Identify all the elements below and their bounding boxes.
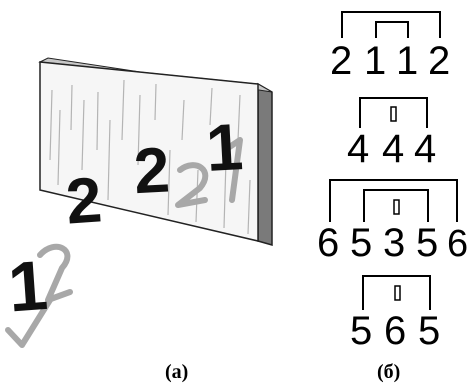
- panel-b-label: (б): [377, 361, 400, 383]
- row-2-digit: 4: [347, 127, 369, 171]
- shadow-2-right: [175, 162, 209, 208]
- board: [38, 57, 273, 246]
- row-3-brackets: [329, 179, 458, 222]
- row-1-digit: 2: [428, 39, 450, 83]
- row-4-digits: 5 6 5: [350, 309, 440, 353]
- row-2-digit: 4: [382, 127, 404, 171]
- digit-a-4: 1: [204, 109, 245, 185]
- digit-a-1: 1: [6, 246, 50, 327]
- shadow-2: [37, 243, 73, 303]
- shadow-1-right: [222, 137, 243, 203]
- row-3-digit: 5: [416, 221, 438, 265]
- panel-a-label: (а): [165, 361, 188, 383]
- shadow-1-bottom: [5, 297, 53, 348]
- row-3-digits: 6 5 3 5 6: [317, 221, 468, 265]
- row-2-digits: 4 4 4: [347, 127, 436, 171]
- shadow-digits: [5, 137, 243, 348]
- row-1-digit: 1: [396, 39, 418, 83]
- row-1-digits: 2 1 1 2: [330, 39, 450, 83]
- row-4-brackets: [362, 275, 431, 310]
- board-face: [39, 61, 259, 242]
- row-1-brackets: [341, 11, 441, 38]
- row-4-digit: 5: [418, 309, 440, 353]
- board-texture: [49, 79, 251, 235]
- row-4-digit: 6: [384, 309, 406, 353]
- row-3-digit: 5: [350, 221, 372, 265]
- row-3-digit: 6: [317, 221, 339, 265]
- panel-a: 1 2 2 1 (а): [5, 57, 273, 383]
- row-4-digit: 5: [350, 309, 372, 353]
- row-2-digit: 4: [414, 127, 436, 171]
- row-1-digit: 1: [364, 39, 386, 83]
- board-right-edge: [257, 82, 273, 246]
- row-1-digit: 2: [330, 39, 352, 83]
- digit-a-3: 2: [132, 133, 171, 207]
- row-2-brackets: [359, 97, 428, 128]
- row-3-digit: 3: [383, 221, 405, 265]
- row-3-digit: 6: [447, 223, 468, 265]
- digit-a-2: 2: [64, 163, 105, 237]
- digits-a: 1 2 2 1: [6, 109, 245, 326]
- panel-b: 2 1 1 2 4 4 4 6 5 3 5 6: [317, 11, 468, 383]
